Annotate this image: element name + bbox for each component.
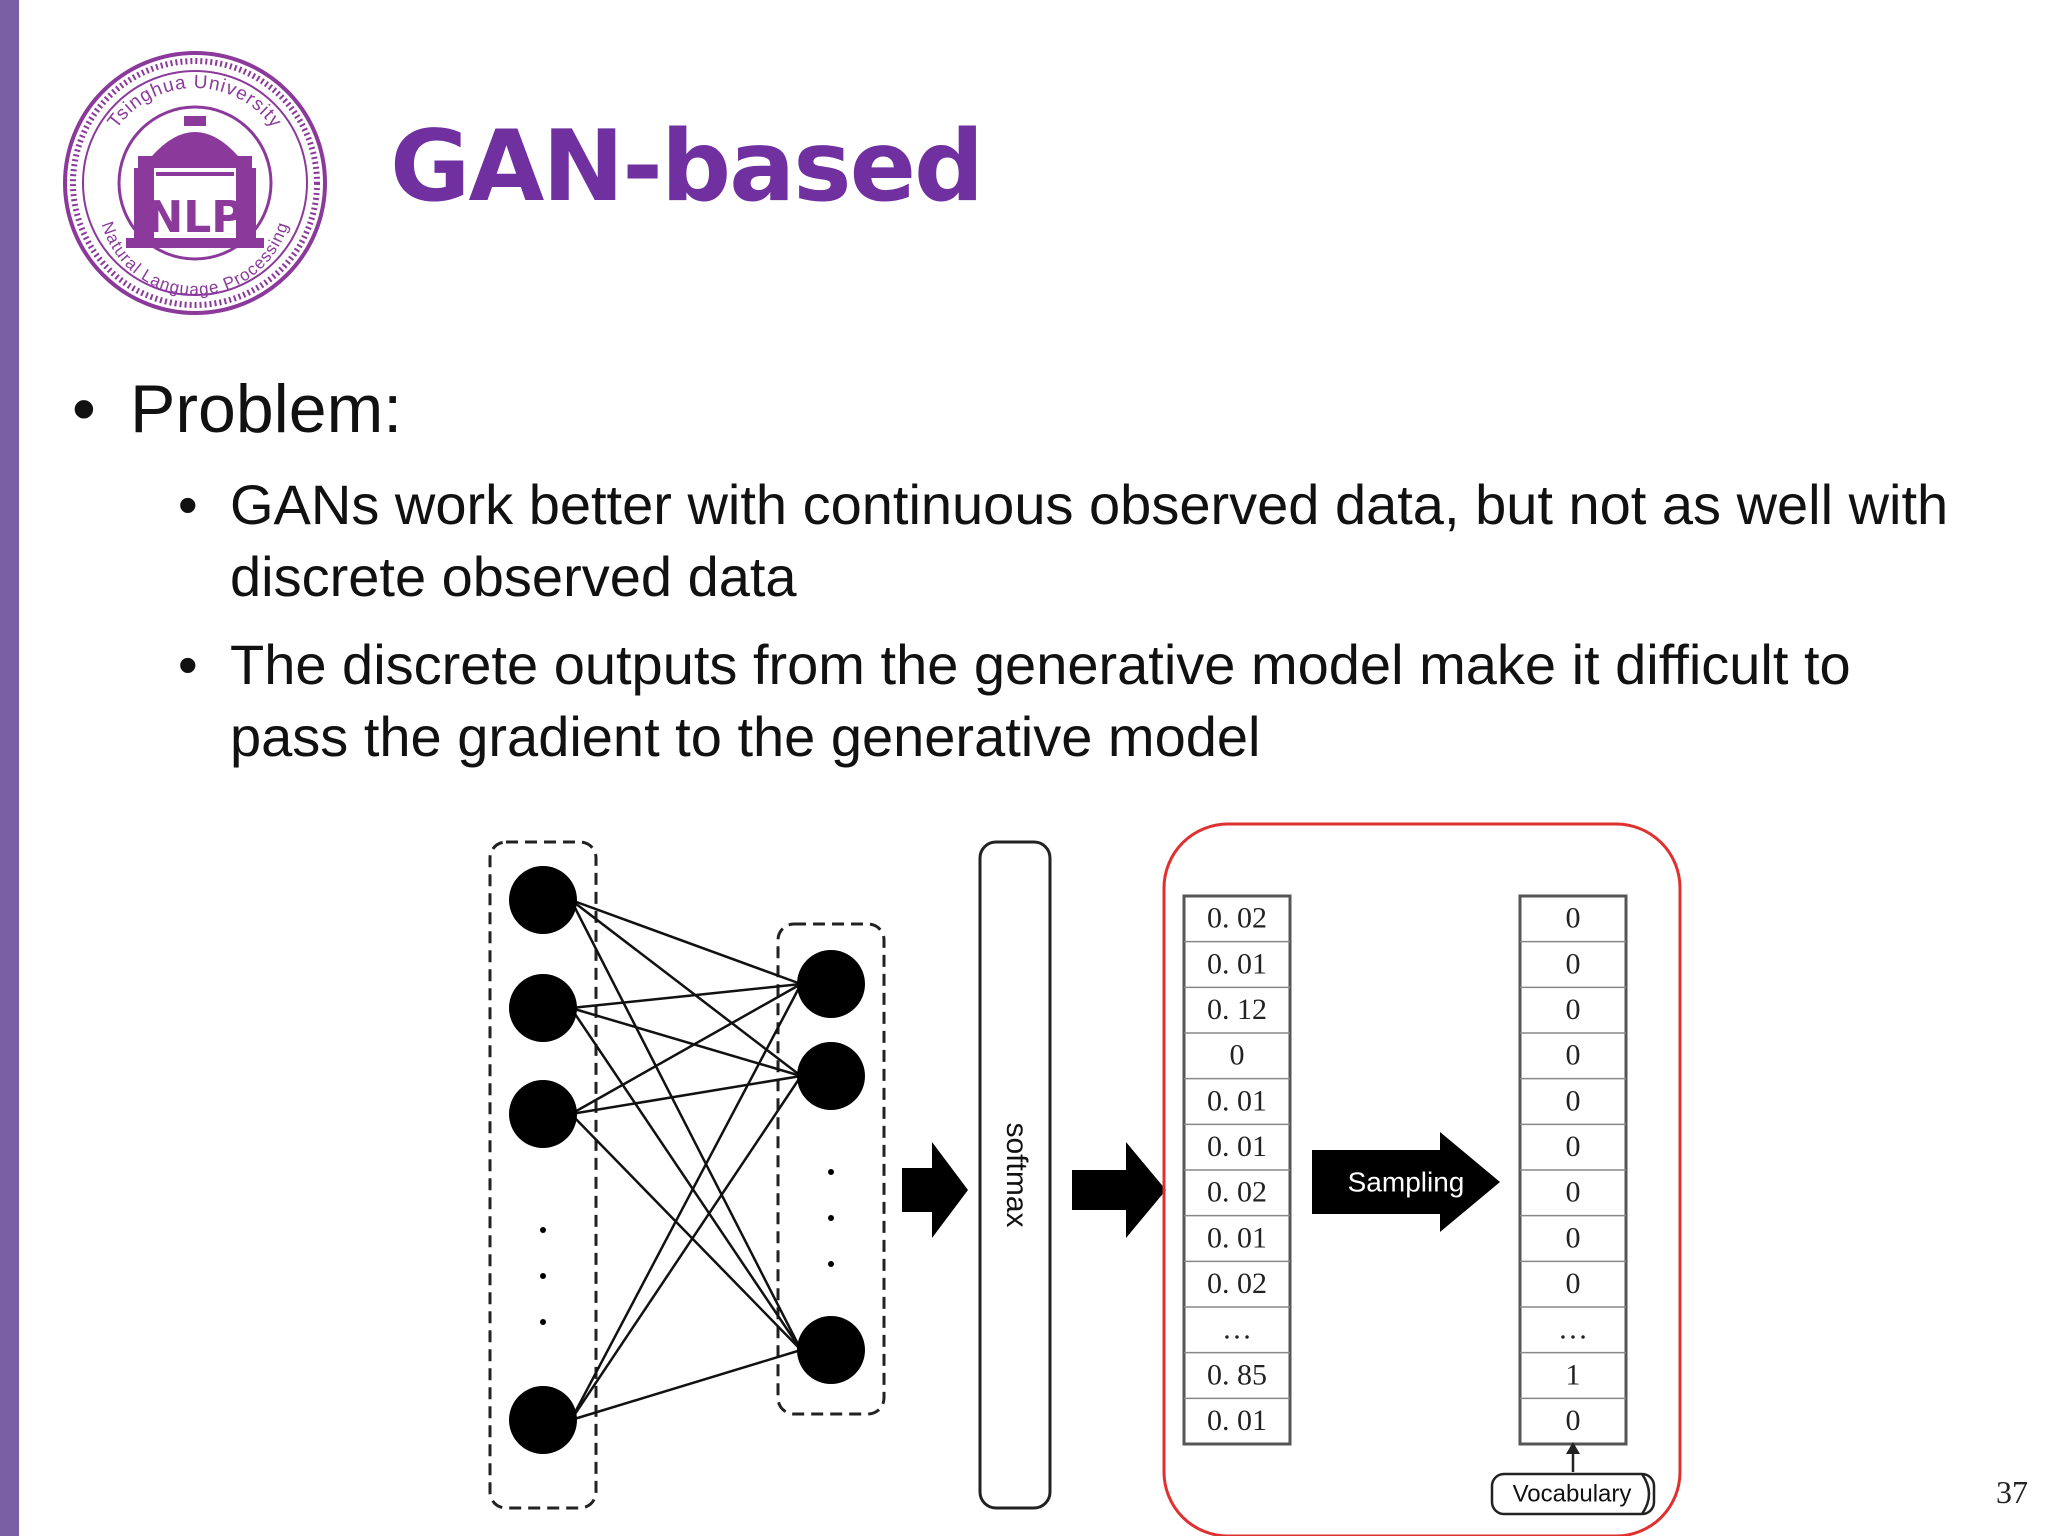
tsinghua-nlp-logo: Tsinghua University Natural Language Pro… bbox=[63, 51, 327, 315]
ellipsis-dots bbox=[540, 1169, 834, 1325]
one-hot-value: 0 bbox=[1566, 1084, 1581, 1117]
softmax-label: softmax bbox=[1000, 1122, 1033, 1227]
network-edges bbox=[569, 898, 803, 1422]
bullet-dot: • bbox=[178, 472, 198, 536]
edge bbox=[570, 982, 802, 1010]
bullet-problem-text: Problem: bbox=[130, 371, 403, 447]
edge bbox=[570, 898, 802, 986]
probability-value: 0. 01 bbox=[1207, 1130, 1267, 1163]
edge bbox=[570, 1348, 802, 1422]
hidden-node bbox=[797, 950, 865, 1018]
probability-value: 0. 02 bbox=[1207, 1176, 1267, 1209]
edge bbox=[570, 1074, 802, 1116]
vocabulary-arrowhead bbox=[1566, 1442, 1580, 1454]
network-nodes bbox=[509, 866, 865, 1454]
sampling-label: Sampling bbox=[1348, 1166, 1465, 1197]
edge bbox=[569, 983, 803, 1421]
sampling-highlight bbox=[1162, 822, 1682, 1536]
probability-value: 0. 12 bbox=[1207, 993, 1267, 1026]
page-number: 37 bbox=[1996, 1474, 2028, 1510]
arrow-icon bbox=[1072, 1142, 1166, 1238]
one-hot-value: 0 bbox=[1566, 1267, 1581, 1300]
one-hot-value: 0 bbox=[1566, 947, 1581, 980]
one-hot-value: … bbox=[1558, 1313, 1588, 1346]
one-hot-value: 0 bbox=[1566, 1039, 1581, 1072]
one-hot-value: 0 bbox=[1566, 1130, 1581, 1163]
probability-cells: 0. 02 0. 01 0. 12 0 0. 01 0. 01 0. 02 0. 01 0. 0… bbox=[1184, 902, 1290, 1437]
slide-title: GAN-based bbox=[390, 110, 984, 224]
probability-value: 0. 01 bbox=[1207, 1084, 1267, 1117]
hidden-layer-box bbox=[776, 922, 886, 1416]
probability-value: 0 bbox=[1230, 1039, 1245, 1072]
bullet-dot: • bbox=[72, 371, 96, 447]
hidden-node bbox=[797, 1316, 865, 1384]
sub-bullet-2: • The discrete outputs from the generati… bbox=[178, 629, 1972, 773]
bullet-list: • Problem: • GANs work better with conti… bbox=[72, 372, 1972, 789]
probability-value: 0. 01 bbox=[1207, 1404, 1267, 1437]
probability-value: 0. 02 bbox=[1207, 1267, 1267, 1300]
probability-value: 0. 01 bbox=[1207, 1221, 1267, 1254]
sub-bullet-1: • GANs work better with continuous obser… bbox=[178, 469, 1972, 613]
side-bar bbox=[0, 0, 19, 1536]
input-node bbox=[509, 1386, 577, 1454]
edge bbox=[570, 982, 802, 1116]
edge bbox=[570, 899, 802, 1077]
one-hot-value: 1 bbox=[1566, 1358, 1581, 1391]
sub-bullet-1-text: GANs work better with continuous observe… bbox=[230, 472, 1949, 608]
input-node bbox=[509, 1080, 577, 1148]
edge bbox=[570, 1006, 802, 1078]
probability-value: 0. 85 bbox=[1207, 1358, 1267, 1391]
sub-bullet-2-text: The discrete outputs from the generative… bbox=[230, 632, 1851, 768]
probability-value: 0. 01 bbox=[1207, 947, 1267, 980]
edge bbox=[569, 899, 803, 1351]
bullet-dot: • bbox=[178, 632, 198, 696]
edge bbox=[570, 1113, 802, 1351]
input-node bbox=[509, 866, 577, 934]
vocabulary-box bbox=[1490, 1472, 1656, 1516]
one-hot-value: 0 bbox=[1566, 993, 1581, 1026]
one-hot-cells: 0 0 0 0 0 0 0 0 0 … 1 0 bbox=[1520, 902, 1626, 1437]
one-hot-value: 0 bbox=[1566, 1404, 1581, 1437]
edge bbox=[569, 1007, 803, 1351]
arrow-icon bbox=[902, 1142, 968, 1238]
edge bbox=[569, 1075, 803, 1421]
vocabulary-label: Vocabulary bbox=[1513, 1480, 1632, 1507]
softmax-box bbox=[978, 840, 1052, 1510]
building-icon bbox=[126, 116, 264, 248]
logo-center-text: NLP bbox=[146, 192, 243, 243]
one-hot-value: 0 bbox=[1566, 1221, 1581, 1254]
probability-value: … bbox=[1222, 1313, 1252, 1346]
sampling-arrow bbox=[1312, 1132, 1500, 1232]
hidden-node bbox=[797, 1042, 865, 1110]
one-hot-value: 0 bbox=[1566, 1176, 1581, 1209]
bullet-problem: • Problem: bbox=[72, 372, 1972, 447]
input-node bbox=[509, 974, 577, 1042]
probability-value: 0. 02 bbox=[1207, 902, 1267, 935]
one-hot-value: 0 bbox=[1566, 902, 1581, 935]
